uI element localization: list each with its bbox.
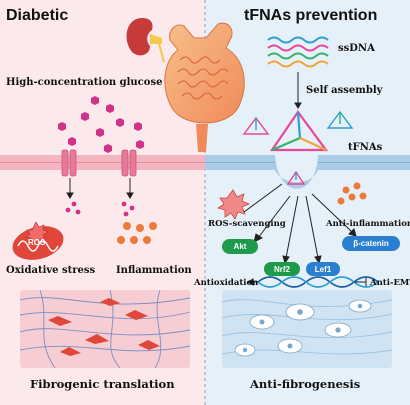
self-assembly-label: Self assembly (306, 85, 383, 96)
glucose-label: High-concentration glucose (6, 77, 163, 88)
influx-arrows (66, 178, 134, 199)
inflammation-cytokines (117, 222, 157, 244)
left-panel-title: Diabetic (6, 7, 69, 24)
glucose-molecules (58, 96, 144, 153)
glucose-channels (61, 149, 137, 177)
inflammation-label: Inflammation (116, 265, 192, 276)
antioxidation-label: Antioxidation (194, 278, 259, 288)
lef1-pill: Lef1 (306, 262, 340, 276)
ssdna-strands (267, 36, 329, 68)
internalized-tfna (286, 170, 306, 185)
healthy-tissue (221, 290, 393, 368)
oxidative-stress-label: Oxidative stress (6, 265, 96, 276)
mitochondrion-icon (12, 221, 64, 260)
anti-emt-label: Anti-EMT (370, 278, 410, 288)
right-footer: Anti-fibrogenesis (250, 377, 361, 391)
intracellular-glucose (65, 201, 135, 217)
right-panel-title: tFNAs prevention (244, 7, 378, 24)
nrf2-pill: Nrf2 (264, 262, 300, 276)
dna-helix (257, 276, 379, 288)
akt-pill: Akt (222, 239, 258, 254)
assembly-arrow (294, 72, 302, 109)
organ-illustration (164, 22, 245, 152)
kidney-icon (126, 18, 165, 63)
fibrogenic-tissue (19, 289, 191, 369)
tfnas-label: tFNAs (348, 142, 383, 153)
beta-catenin-pill: β-catenin (342, 236, 400, 251)
ros-burst-icon (217, 189, 251, 220)
ssdna-label: ssDNA (338, 43, 375, 54)
ros-badge: ROS (28, 238, 46, 247)
left-membrane (0, 155, 205, 170)
tfna-tetrahedrons (242, 110, 354, 152)
ros-scavenging-label: ROS-scavenging (208, 219, 286, 229)
right-membrane (205, 155, 410, 189)
left-footer: Fibrogenic translation (30, 377, 175, 391)
anti-inflammation-label: Anti-inflammation (326, 219, 410, 229)
outcome-arrows (247, 278, 367, 286)
signaling-arrows (243, 183, 357, 265)
anti-inflammation-dots (337, 182, 367, 205)
